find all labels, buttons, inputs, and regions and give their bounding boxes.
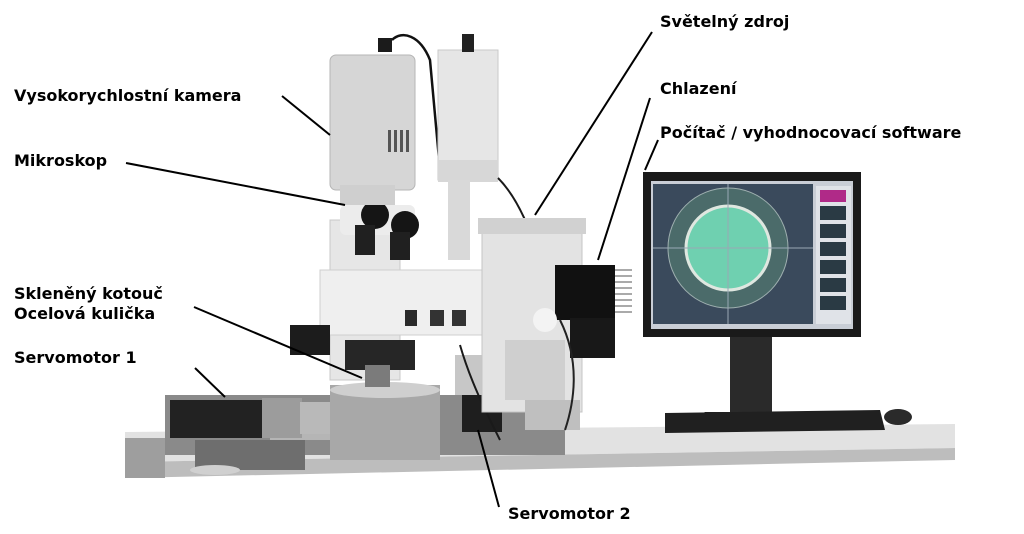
label-servomotor-1: Servomotor 1 <box>14 348 137 367</box>
label-cooling: Chlazení <box>660 79 737 98</box>
light-source-column <box>437 34 546 441</box>
label-microscope: Mikroskop <box>14 151 108 170</box>
label-glass-disc: Skleněný kotouč <box>14 284 163 303</box>
leader-servomotor-1 <box>194 367 226 398</box>
high-speed-camera <box>329 34 442 205</box>
monitor <box>643 172 861 420</box>
label-steel-ball: Ocelová kulička <box>14 304 156 323</box>
leader-lines <box>125 31 659 508</box>
label-glass-disc-steel-ball: Skleněný kotouč Ocelová kulička <box>14 284 163 324</box>
label-light-source: Světelný zdroj <box>660 12 790 31</box>
lamp-housing <box>478 218 586 430</box>
cooling-unit <box>533 265 632 431</box>
leader-microscope <box>125 162 346 206</box>
keyboard-mouse <box>665 409 912 433</box>
leader-computer <box>644 139 659 171</box>
label-high-speed-camera: Vysokorychlostní kamera <box>14 86 242 105</box>
label-servomotor-2: Servomotor 2 <box>508 504 631 523</box>
eyepieces <box>340 201 419 260</box>
leader-camera <box>281 95 331 136</box>
label-computer-software: Počítač / vyhodnocovací software <box>660 123 962 142</box>
leader-light-source <box>534 31 653 216</box>
leader-disc-ball <box>193 306 363 379</box>
leader-servomotor-2 <box>477 429 500 508</box>
leader-cooling <box>597 97 651 261</box>
servomotor-1 <box>170 398 330 438</box>
